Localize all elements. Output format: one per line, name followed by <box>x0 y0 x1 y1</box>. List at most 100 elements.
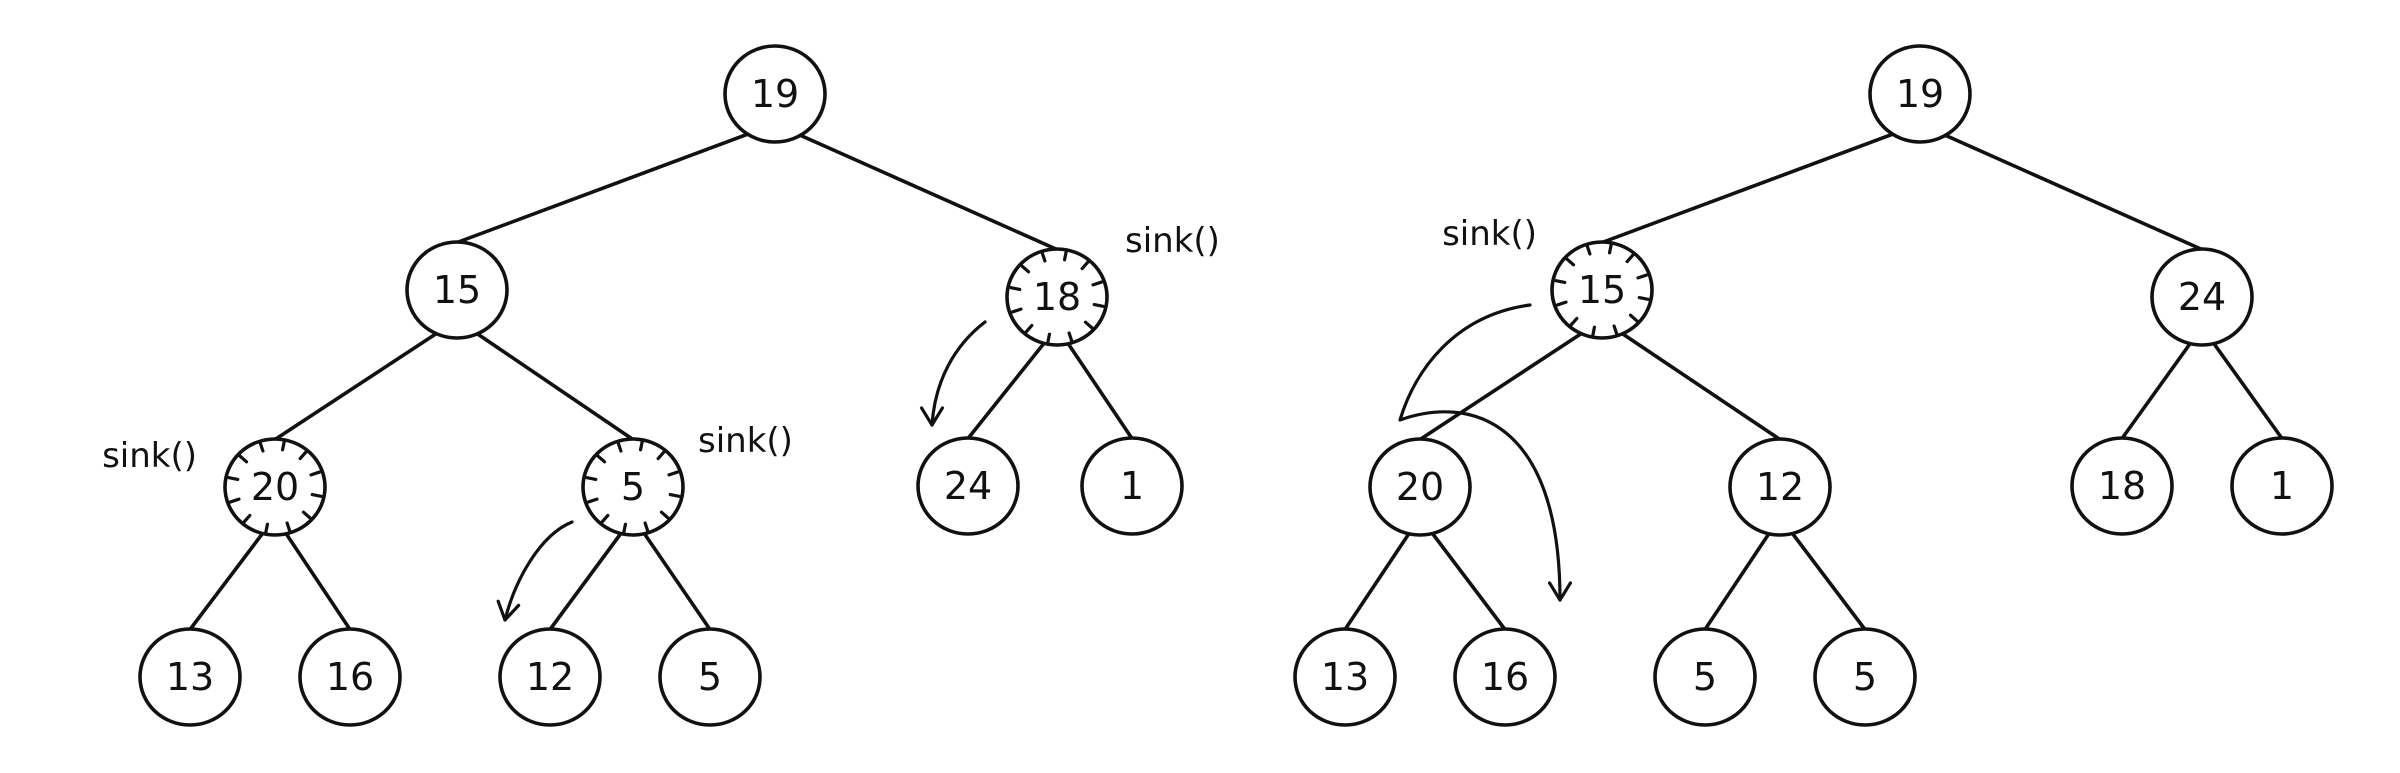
heap-node: 5 <box>658 627 762 727</box>
arrowhead <box>496 599 521 622</box>
node-label: 18 <box>2098 464 2146 508</box>
dashed-tick-mark <box>1637 295 1650 301</box>
node-circle <box>2070 436 2174 536</box>
dashed-tick-mark <box>659 510 670 520</box>
dashed-tick-mark <box>228 497 241 504</box>
dashed-tick-mark <box>227 476 240 482</box>
arrow-curve <box>930 320 987 427</box>
dashed-tick-mark <box>638 439 644 452</box>
node-circle <box>2150 247 2254 347</box>
node-label: 15 <box>1578 268 1626 312</box>
dashed-tick-mark <box>616 440 623 453</box>
node-circle <box>658 627 762 727</box>
dashed-tick-mark <box>586 497 599 504</box>
heap-node: 1 <box>1080 436 1184 536</box>
sink-annotation: sink() <box>698 421 793 461</box>
tree-edge <box>1055 325 1134 441</box>
node-circle <box>1868 44 1972 144</box>
tree-edge <box>1343 515 1422 632</box>
node-label: 12 <box>526 655 574 699</box>
node-label: 16 <box>1481 655 1529 699</box>
heap-node: 1 <box>2230 436 2334 536</box>
node-circle <box>1813 627 1917 727</box>
heap-node: 5 <box>1653 627 1757 727</box>
node-circle <box>223 437 327 537</box>
node-label: 5 <box>1693 655 1717 699</box>
dashed-tick-mark <box>258 440 265 453</box>
dashed-tick-mark <box>280 439 286 452</box>
node-label: 13 <box>166 655 214 699</box>
heap-node: 12 <box>498 627 602 727</box>
dashed-tick-mark <box>301 510 312 520</box>
dashed-tick-mark <box>1092 302 1105 308</box>
tree-edge <box>1600 318 1782 442</box>
tree-edge <box>273 318 459 442</box>
dashed-tick-mark <box>1046 332 1052 345</box>
dashed-tick-mark <box>622 522 628 535</box>
dashed-tick-mark <box>1607 242 1613 255</box>
tree-edge <box>455 318 635 442</box>
node-label: 19 <box>751 72 799 116</box>
dashed-tick-mark <box>310 492 323 498</box>
node-circle <box>1453 627 1557 727</box>
node-label: 13 <box>1321 655 1369 699</box>
arrows-layer <box>496 303 1573 622</box>
sink-annotation: sink() <box>102 436 197 476</box>
node-label: 1 <box>2270 464 2294 508</box>
node-circle <box>405 240 509 340</box>
heap-node: 16 <box>1453 627 1557 727</box>
dashed-tick-mark <box>656 450 666 461</box>
node-circle <box>2230 436 2334 536</box>
tree-edge <box>966 325 1059 441</box>
dashed-tick-mark <box>242 513 252 524</box>
node-circle <box>498 627 602 727</box>
dashed-tick-mark <box>1083 320 1094 330</box>
node-circle <box>1080 436 1184 536</box>
node-label: 5 <box>621 465 645 509</box>
node-label: 19 <box>1896 72 1944 116</box>
sink-annotation: sink() <box>1125 221 1220 261</box>
heap-node-sinking: 15 <box>1550 240 1654 340</box>
node-circle <box>1368 437 1472 537</box>
dashed-tick-mark <box>1080 260 1090 271</box>
dashed-tick-mark <box>285 521 292 534</box>
heap-node: 16 <box>298 627 402 727</box>
node-label: 16 <box>326 655 374 699</box>
dashed-tick-mark <box>1591 325 1597 338</box>
tree-edge <box>1418 515 1507 632</box>
arrowhead <box>1547 581 1573 602</box>
dashed-tick-mark <box>1585 243 1592 256</box>
heap-node: 19 <box>1868 44 1972 144</box>
tree-edge <box>1703 515 1782 632</box>
node-circle <box>916 436 1020 536</box>
tree-edge <box>1600 122 1922 245</box>
node-circle <box>1653 627 1757 727</box>
node-label: 24 <box>2178 275 2226 319</box>
heap-node: 13 <box>138 627 242 727</box>
edges-layer <box>188 122 2284 632</box>
dashed-tick-mark <box>1565 257 1576 267</box>
node-label: 18 <box>1033 275 1081 319</box>
dashed-tick-mark <box>667 470 680 477</box>
heap-node-sinking: 5 <box>581 437 685 537</box>
tree-edge <box>1918 122 2204 252</box>
node-label: 1 <box>1120 464 1144 508</box>
heap-node-sinking: 18 <box>1005 247 1109 347</box>
node-label: 12 <box>1756 465 1804 509</box>
sink-arrow <box>496 520 574 622</box>
dashed-tick-mark <box>238 454 249 464</box>
tree-edge <box>273 515 352 632</box>
dashed-tick-mark <box>1067 331 1074 344</box>
dashed-tick-mark <box>1091 280 1104 287</box>
dashed-tick-mark <box>1612 324 1619 337</box>
dashed-tick-mark <box>1010 307 1023 314</box>
dashed-tick-mark <box>1009 286 1022 292</box>
dashed-tick-mark <box>1569 316 1579 327</box>
arrow-curve <box>503 520 574 622</box>
tree-edge <box>773 122 1059 252</box>
node-circle <box>723 44 827 144</box>
node-label: 5 <box>1853 655 1877 699</box>
node-circle <box>138 627 242 727</box>
heap-node-sinking: 20 <box>223 437 327 537</box>
